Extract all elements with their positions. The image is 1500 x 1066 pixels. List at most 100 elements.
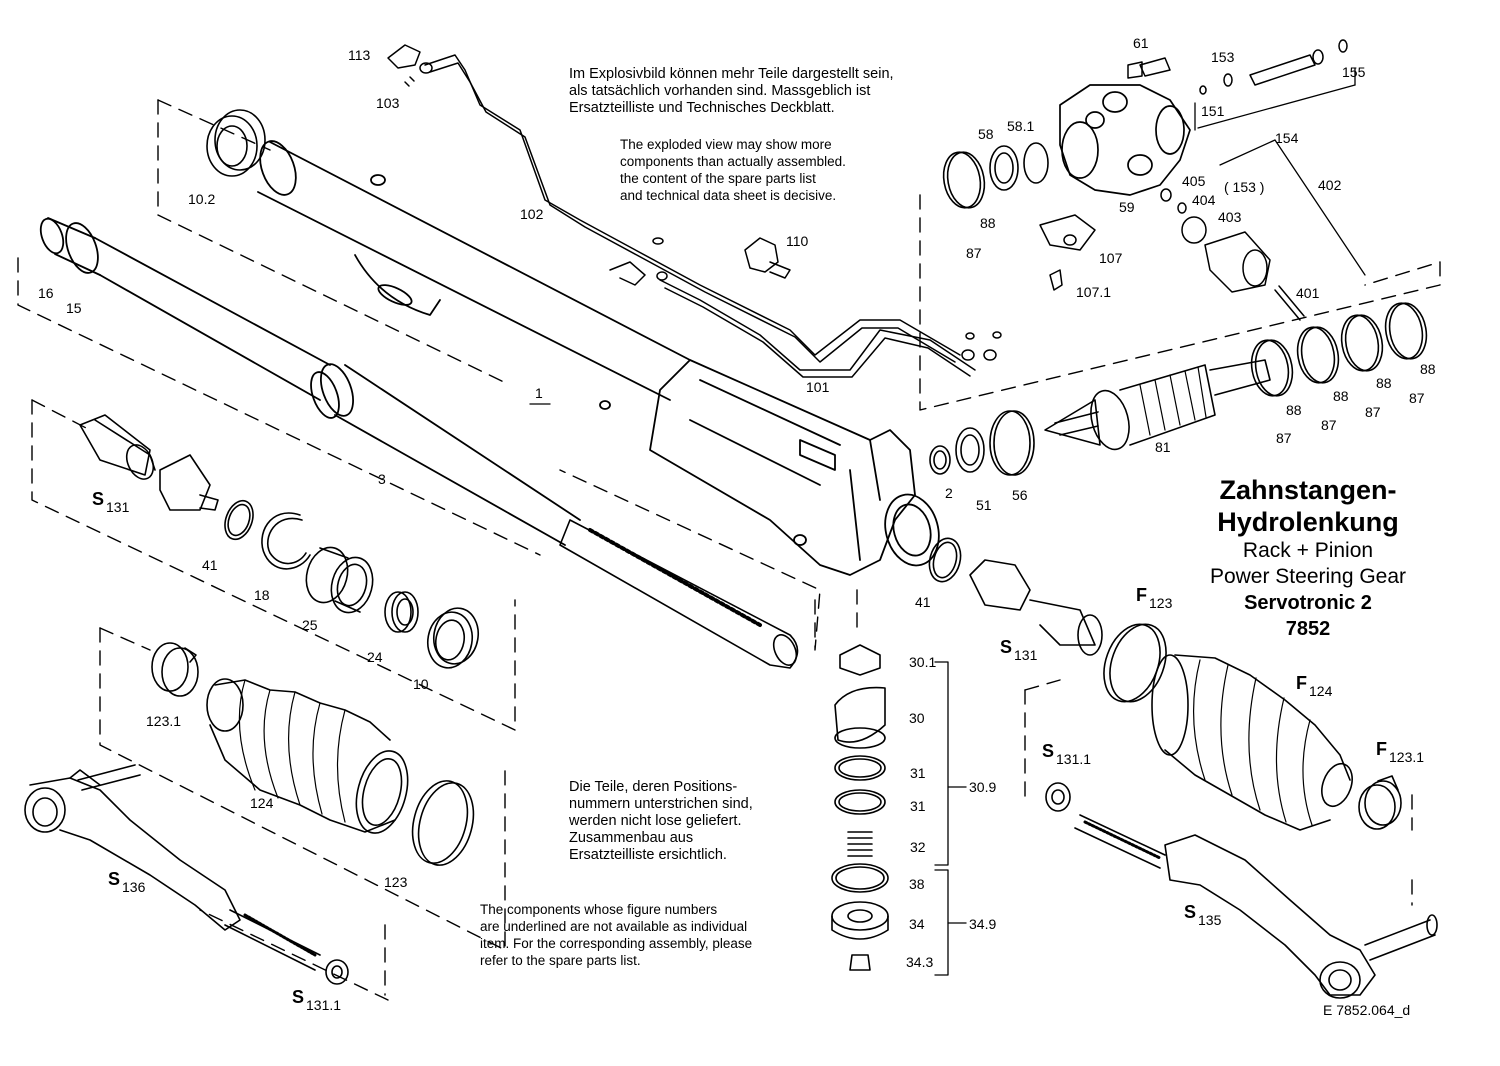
label-41-right: 41	[915, 594, 931, 610]
banjo-fitting	[387, 44, 433, 87]
label-154: 154	[1275, 130, 1299, 146]
label-10-2: 10.2	[188, 191, 216, 207]
note-line: Ersatzteilliste und Technisches Deckblat…	[569, 100, 835, 116]
clamp-123-1	[151, 642, 199, 697]
label-403: 403	[1218, 209, 1242, 225]
nut-131-1-left	[325, 959, 349, 985]
bearing-set	[929, 410, 1035, 476]
label-103: 103	[376, 95, 400, 111]
label-3: 3	[378, 471, 386, 487]
title-model: Servotronic 2	[1244, 592, 1372, 614]
note-line: werden nicht lose geliefert.	[569, 813, 742, 829]
label-32: 32	[910, 839, 926, 855]
note-line: components than actually assembled.	[620, 154, 846, 169]
label-401: 401	[1296, 285, 1320, 301]
seal-10	[426, 607, 480, 669]
tie-rod-end-135	[1164, 834, 1438, 999]
label-153-paren: ( 153 )	[1224, 179, 1265, 195]
note-top-english: The exploded view may show more componen…	[620, 136, 846, 204]
note-line: the content of the spare parts list	[620, 171, 816, 186]
inner-tie-rod-left	[79, 414, 219, 511]
label-59: 59	[1119, 199, 1135, 215]
seal-10-2	[206, 109, 266, 177]
clamp-f123	[1103, 623, 1167, 703]
title-german-line2: Hydrolenkung	[1217, 507, 1399, 537]
title-block: Zahnstangen- Hydrolenkung Rack + Pinion …	[1178, 474, 1438, 642]
label-87-c: 87	[1365, 404, 1381, 420]
label-41-left: 41	[202, 557, 218, 573]
label-25: 25	[302, 617, 318, 633]
title-german-line1: Zahnstangen-	[1219, 475, 1397, 505]
label-34-3: 34.3	[906, 954, 934, 970]
label-51: 51	[976, 497, 992, 513]
bellows-f124	[1151, 654, 1353, 831]
label-34-9: 34.9	[969, 916, 997, 932]
rings-left	[224, 499, 311, 570]
tie-rod-end-136	[24, 764, 321, 971]
nut-131-1-right	[1045, 782, 1166, 869]
label-87-d: 87	[1409, 390, 1425, 406]
note-line: item. For the corresponding assembly, pl…	[480, 936, 753, 951]
label-88-c: 88	[1376, 375, 1392, 391]
label-124: 124	[250, 795, 274, 811]
note-line: nummern unterstrichen sind,	[569, 796, 753, 812]
rings-upper	[942, 142, 1049, 209]
dashed-group-lines	[17, 99, 1441, 1001]
label-38: 38	[909, 876, 925, 892]
label-58-1: 58.1	[1007, 118, 1035, 134]
label-16: 16	[38, 285, 54, 301]
plunger-stack	[831, 644, 889, 971]
label-31-a: 31	[910, 765, 926, 781]
label-34: 34	[909, 916, 925, 932]
note-line: refer to the spare parts list.	[480, 953, 641, 968]
label-30-1: 30.1	[909, 654, 937, 670]
bellows-124	[206, 678, 409, 834]
assembly-brackets	[529, 67, 1366, 976]
note-line: Im Explosivbild können mehr Teile darges…	[569, 66, 894, 82]
bush-24	[384, 591, 419, 633]
note-line: The exploded view may show more	[620, 137, 832, 152]
rack-bar	[39, 217, 581, 546]
label-81: 81	[1155, 439, 1171, 455]
label-153: 153	[1211, 49, 1235, 65]
label-110: 110	[786, 233, 809, 249]
pinion-81	[1044, 359, 1271, 451]
label-18: 18	[254, 587, 270, 603]
rack-housing	[257, 140, 940, 576]
label-88-top: 88	[980, 215, 996, 231]
label-123-1: 123.1	[146, 713, 182, 729]
label-30: 30	[909, 710, 925, 726]
sleeve-25	[305, 546, 374, 614]
valve-housing	[1059, 84, 1191, 196]
label-87-a: 87	[1276, 430, 1292, 446]
label-2: 2	[945, 485, 953, 501]
title-english-line2: Power Steering Gear	[1209, 565, 1407, 588]
title-number: 7852	[1285, 618, 1331, 640]
label-151: 151	[1201, 103, 1225, 119]
note-line: and technical data sheet is decisive.	[620, 188, 837, 203]
note-line: are underlined are not available as indi…	[480, 919, 748, 934]
clamp-123	[411, 780, 475, 866]
label-58: 58	[978, 126, 994, 142]
hydraulic-pipes	[424, 54, 1002, 378]
label-107-1: 107.1	[1076, 284, 1112, 300]
o-ring-chain	[1250, 302, 1428, 397]
drawing-code: E 7852.064_d	[1323, 1002, 1411, 1018]
label-101: 101	[806, 379, 830, 395]
label-102: 102	[520, 206, 544, 222]
label-1: 1	[535, 385, 543, 401]
label-61: 61	[1133, 35, 1149, 51]
label-24: 24	[367, 649, 383, 665]
label-402: 402	[1318, 177, 1342, 193]
toothed-rack	[559, 519, 799, 669]
note-bottom-english: The components whose figure numbers are …	[480, 901, 752, 969]
